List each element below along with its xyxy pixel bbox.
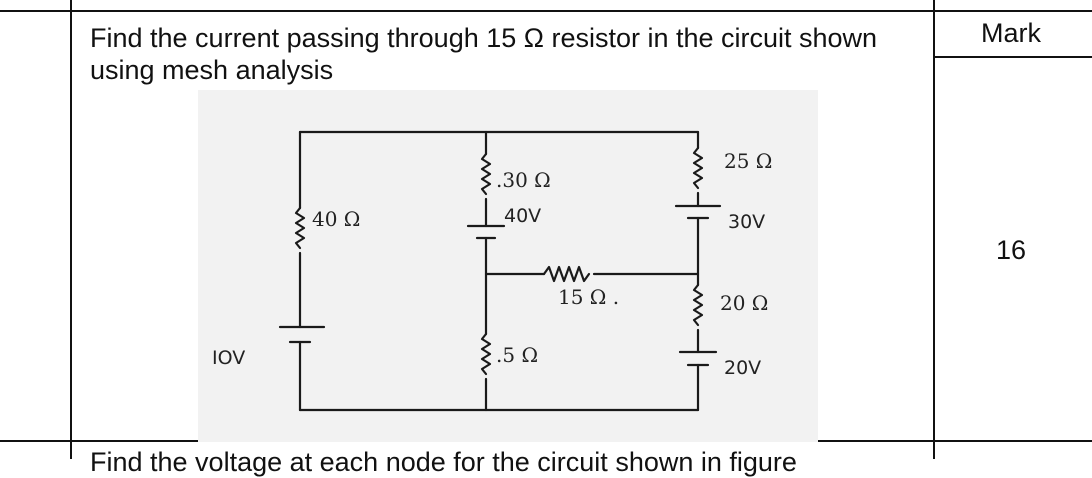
table-border-middle (933, 0, 935, 459)
label-20-ohm: 20 Ω (720, 291, 768, 315)
circuit-scan-background (198, 90, 818, 442)
label-10v-source: IOV (212, 347, 245, 369)
resistor-15-ohm (542, 265, 591, 283)
label-40-ohm: 40 Ω (312, 207, 360, 231)
mark-header-rule (933, 56, 1092, 58)
mark-column-header: Mark (981, 18, 1041, 48)
label-15-ohm: 15 Ω . (558, 285, 619, 309)
mark-value: 16 (995, 235, 1027, 265)
label-5-ohm: .5 Ω (496, 343, 538, 367)
label-40v-source: 40V (504, 205, 541, 227)
label-30-ohm: .30 Ω (496, 168, 551, 192)
table-top-rule (0, 10, 1092, 12)
label-30v-source: 30V (728, 211, 765, 233)
resistor-40-ohm (294, 206, 306, 250)
resistor-25-ohm (692, 146, 704, 190)
resistor-30-ohm (480, 152, 492, 196)
resistor-20-ohm (692, 283, 704, 327)
label-25-ohm: 25 Ω (724, 149, 772, 173)
label-20v-source: 20V (724, 357, 761, 379)
next-question-text: Find the voltage at each node for the ci… (90, 447, 797, 477)
question-text: Find the current passing through 15 Ω re… (90, 23, 878, 85)
resistor-5-ohm (480, 332, 492, 376)
circuit-diagram: 40 Ω .30 Ω 25 Ω 15 Ω . 20 Ω .5 Ω IOV 40V… (198, 90, 818, 442)
table-border-left (70, 0, 72, 459)
